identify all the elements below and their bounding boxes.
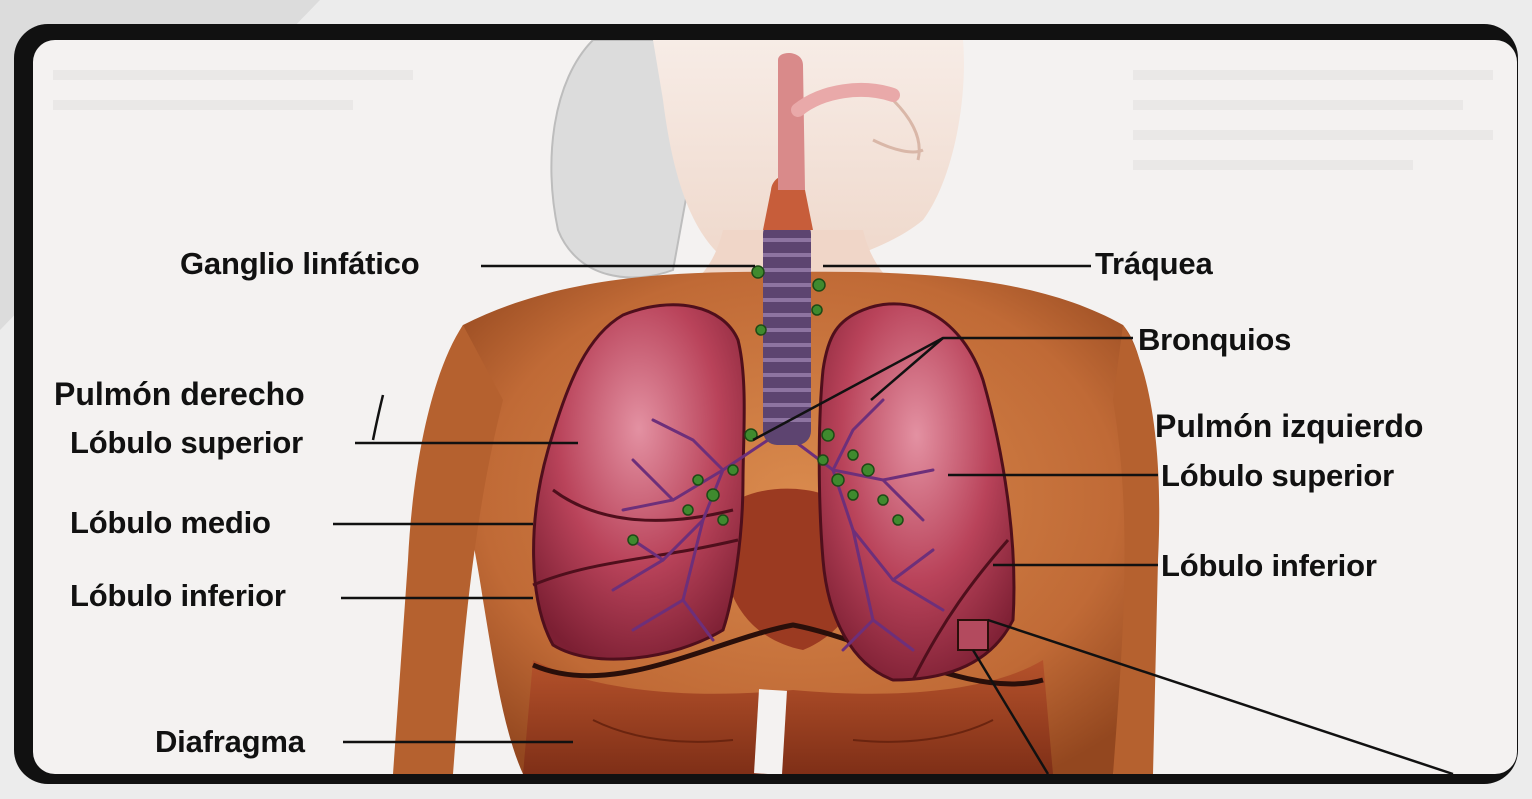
label-bronquios: Bronquios [1138, 324, 1291, 355]
label-lobulo-superior-derecho: Lóbulo superior [70, 427, 303, 458]
label-lobulo-inferior-izquierdo: Lóbulo inferior [1161, 550, 1377, 581]
label-lobulo-superior-izquierdo: Lóbulo superior [1161, 460, 1394, 491]
label-pulmon-izquierdo: Pulmón izquierdo [1155, 410, 1423, 442]
label-pulmon-derecho: Pulmón derecho [54, 378, 305, 410]
trachea [763, 220, 811, 445]
label-traquea: Tráquea [1095, 248, 1212, 279]
label-ganglio-linfatico: Ganglio linfático [180, 248, 419, 279]
label-diafragma: Diafragma [155, 726, 305, 757]
label-lobulo-inferior-derecho: Lóbulo inferior [70, 580, 286, 611]
diagram-panel: Ganglio linfático Tráquea Bronquios Pulm… [33, 40, 1517, 774]
inset-marker [958, 620, 988, 650]
label-lobulo-medio: Lóbulo medio [70, 507, 271, 538]
pharynx [778, 53, 805, 190]
